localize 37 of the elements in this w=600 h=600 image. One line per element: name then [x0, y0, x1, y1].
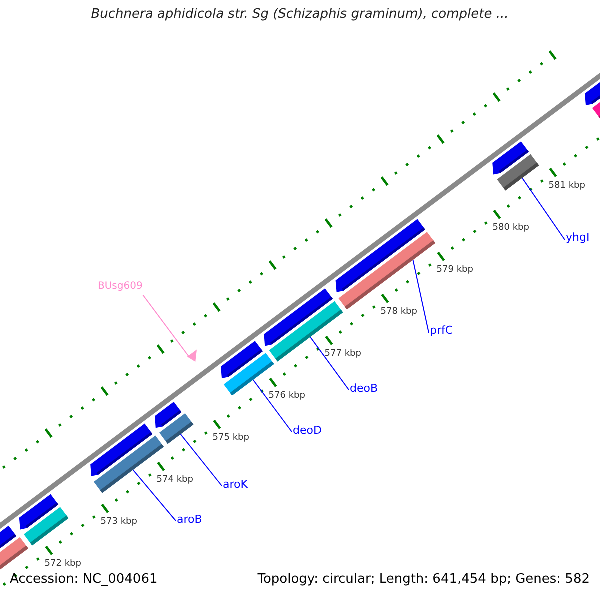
gene-label: aroK [223, 479, 248, 492]
gene-label: BUsg609 [98, 281, 143, 292]
scale-label: 574 kbp [156, 475, 194, 486]
scale-label: 581 kbp [548, 181, 586, 192]
gene-bar [592, 102, 600, 118]
title: Buchnera aphidicola str. Sg (Schizaphis graminum), complete ... [90, 8, 510, 23]
gene-label: prfC [430, 325, 454, 338]
leader-line [142, 294, 190, 358]
scale-label: 572 kbp [44, 559, 82, 570]
gene-label: yhgI [566, 232, 590, 245]
scale-label: 578 kbp [380, 307, 418, 318]
scale-label: 579 kbp [436, 265, 474, 276]
leader-line [310, 336, 350, 390]
gene-bar [492, 142, 529, 175]
leader-line [132, 470, 176, 522]
leader-line [522, 178, 566, 240]
gene-bar [264, 288, 333, 346]
gene-label: deoB [350, 383, 378, 396]
scale-label: 580 kbp [492, 223, 530, 234]
scale-label: 573 kbp [100, 517, 138, 528]
footer-text: Accession: NC_004061 [10, 573, 158, 588]
gene-bar [90, 424, 153, 476]
gene-bar [585, 82, 600, 106]
gene-label: aroB [177, 514, 202, 527]
gene-bar [24, 507, 69, 546]
leader-line [252, 380, 292, 432]
scale-label: 576 kbp [268, 391, 306, 402]
gene-bar [0, 537, 28, 570]
gene-bar [221, 341, 263, 378]
gene-label: deoD [293, 425, 322, 438]
leader-line [412, 260, 430, 334]
gene-bar [155, 402, 182, 428]
scale-label: 577 kbp [324, 349, 362, 360]
footer-text: Topology: circular; Length: 641,454 bp; Genes: 582 [258, 573, 590, 588]
gene-bar [336, 219, 426, 292]
scale-label: 575 kbp [212, 433, 250, 444]
feature-triangle [187, 350, 197, 362]
